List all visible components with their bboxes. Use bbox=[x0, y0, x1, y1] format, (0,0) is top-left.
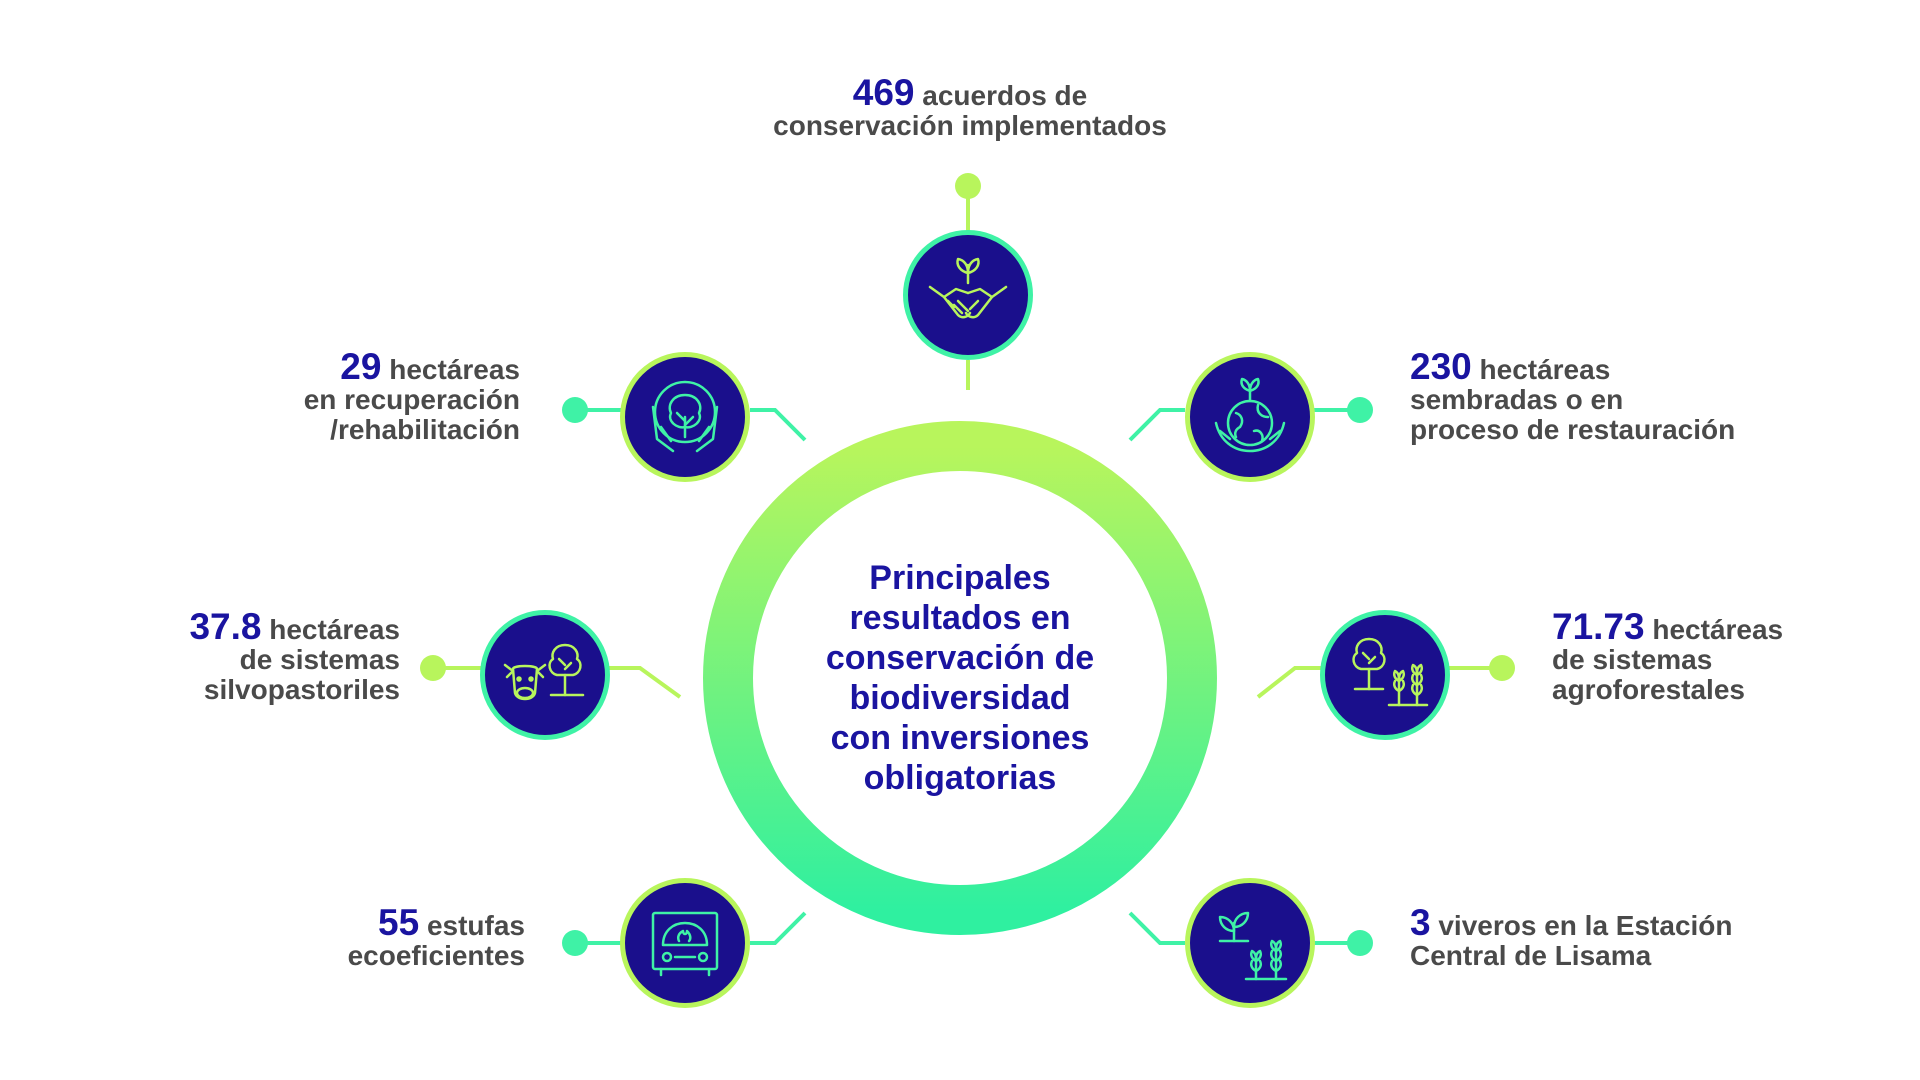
stat-text: proceso de restauración bbox=[1410, 414, 1736, 445]
connector-top bbox=[955, 173, 981, 390]
node-top bbox=[903, 230, 1033, 360]
central-ring bbox=[703, 421, 1217, 935]
label-upper-left: 29 hectáreas en recuperación /rehabilita… bbox=[220, 348, 520, 445]
label-mid-right: 71.73 hectáreas de sistemas agroforestal… bbox=[1552, 608, 1882, 705]
center-title: Principales resultados en conservación d… bbox=[780, 548, 1140, 808]
center-title-line: Principales bbox=[869, 559, 1051, 597]
node-upper-right bbox=[1185, 352, 1315, 482]
stat-number: 29 bbox=[340, 346, 382, 387]
stat-number: 37.8 bbox=[189, 606, 262, 647]
connector-mid-left bbox=[420, 655, 682, 699]
node-mid-right bbox=[1320, 610, 1450, 740]
handshake-plant-icon bbox=[928, 257, 1008, 319]
stat-text: de sistemas bbox=[239, 644, 400, 675]
node-upper-left bbox=[620, 352, 750, 482]
label-lower-right: 3 viveros en la Estación Central de Lisa… bbox=[1410, 904, 1810, 971]
stat-text: estufas bbox=[426, 910, 525, 941]
cow-tree-icon bbox=[503, 643, 585, 701]
label-top: 469 acuerdos de conservación implementad… bbox=[700, 74, 1240, 141]
center-title-line: obligatorias bbox=[863, 759, 1057, 797]
stat-text: Central de Lisama bbox=[1410, 940, 1652, 971]
tree-wheat-icon bbox=[1352, 637, 1429, 707]
connector-mid-right bbox=[1256, 655, 1515, 699]
stat-text: ecoeficientes bbox=[347, 940, 525, 971]
stat-text: conservación implementados bbox=[773, 110, 1167, 141]
label-upper-right: 230 hectáreas sembradas o en proceso de … bbox=[1410, 348, 1790, 445]
label-lower-left: 55 estufas ecoeficientes bbox=[220, 904, 525, 971]
stat-text: silvopastoriles bbox=[203, 674, 400, 705]
stat-text: hectáreas bbox=[1479, 354, 1611, 385]
stat-number: 55 bbox=[378, 902, 420, 943]
center-title-line: conservación de bbox=[825, 639, 1095, 677]
stat-number: 469 bbox=[852, 72, 915, 113]
stat-text: hectáreas bbox=[1652, 614, 1784, 645]
center-title-line: resultados en bbox=[849, 599, 1071, 637]
stat-number: 3 bbox=[1410, 902, 1431, 943]
connector-upper-left bbox=[562, 397, 807, 442]
hands-tree-icon bbox=[651, 380, 719, 453]
hands-globe-sprout-icon bbox=[1214, 377, 1286, 453]
connector-upper-right bbox=[1128, 397, 1373, 442]
stat-text: /rehabilitación bbox=[330, 414, 520, 445]
stat-text: sembradas o en bbox=[1410, 384, 1624, 415]
stat-text: hectáreas bbox=[389, 354, 520, 385]
center-title-line: biodiversidad bbox=[849, 679, 1071, 717]
node-mid-left bbox=[480, 610, 610, 740]
stat-text: en recuperación bbox=[303, 384, 520, 415]
label-mid-left: 37.8 hectáreas de sistemas silvopastoril… bbox=[100, 608, 400, 705]
stove-icon bbox=[651, 911, 719, 977]
stat-text: de sistemas bbox=[1552, 644, 1713, 675]
stat-number: 230 bbox=[1410, 346, 1472, 387]
connector-lower-right bbox=[1128, 911, 1373, 956]
connector-lower-left bbox=[562, 911, 807, 956]
stat-number: 71.73 bbox=[1552, 606, 1645, 647]
stat-text: viveros en la Estación bbox=[1438, 910, 1733, 941]
seedling-nursery-icon bbox=[1218, 911, 1288, 981]
stat-text: acuerdos de bbox=[922, 80, 1088, 111]
stat-text: hectáreas bbox=[269, 614, 400, 645]
center-title-line: con inversiones bbox=[830, 719, 1090, 757]
stat-text: agroforestales bbox=[1552, 674, 1745, 705]
node-lower-left bbox=[620, 878, 750, 1008]
node-lower-right bbox=[1185, 878, 1315, 1008]
